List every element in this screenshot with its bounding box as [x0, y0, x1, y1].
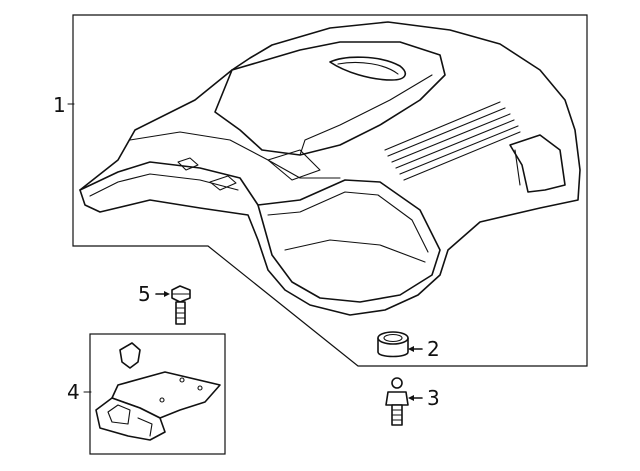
- stud-group: [385, 377, 423, 426]
- callout-4: 4: [67, 380, 80, 404]
- bracket-frame: [89, 333, 226, 455]
- callout-5: 5: [138, 282, 151, 306]
- callout-3: 3: [427, 386, 440, 410]
- callout-1: 1: [53, 93, 66, 117]
- cover-well: [257, 179, 441, 303]
- bolt-group: [155, 285, 191, 325]
- bracket-group: [89, 333, 226, 455]
- bracket-clip[interactable]: [119, 342, 141, 369]
- callout-2: 2: [427, 337, 440, 361]
- cover-frame: [72, 14, 588, 367]
- cover-logo: [329, 56, 407, 81]
- engine-cover-group: [72, 14, 588, 367]
- grommet-group: [377, 331, 423, 358]
- engine-cover[interactable]: [79, 21, 581, 316]
- cover-ribs: [384, 101, 521, 181]
- stud[interactable]: [385, 391, 409, 406]
- cover-top-panel: [214, 41, 446, 156]
